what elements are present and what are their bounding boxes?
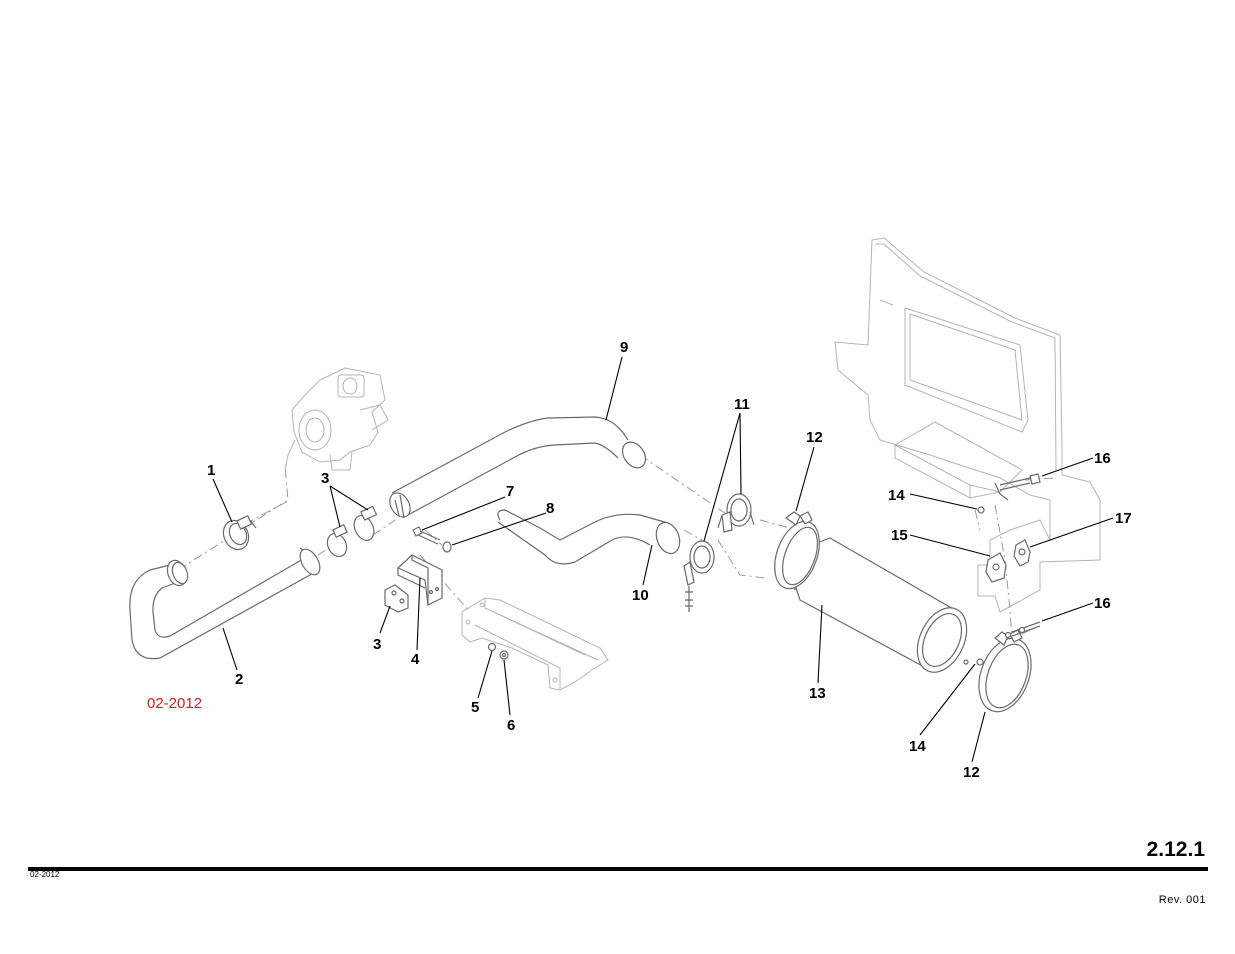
callout-10: 10 bbox=[632, 587, 649, 604]
callout-12: 12 bbox=[806, 429, 823, 446]
part-2-u-pipe bbox=[129, 547, 321, 660]
part-10-exhaust-pipe bbox=[497, 509, 681, 565]
callout-11: 11 bbox=[734, 396, 750, 413]
frame-panel-ghost bbox=[834, 237, 1101, 613]
callout-16: 16 bbox=[1094, 450, 1111, 467]
part-12-band-clamps bbox=[774, 511, 1032, 713]
part-7-8-bolt-washer bbox=[412, 526, 452, 553]
callout-9: 9 bbox=[620, 339, 628, 356]
part-14-17-hardware bbox=[963, 473, 1041, 666]
callout-6: 6 bbox=[507, 717, 515, 734]
part-4-bracket bbox=[396, 554, 443, 606]
callout-3: 3 bbox=[321, 470, 329, 487]
part-11-hanger-clamps bbox=[683, 493, 755, 612]
callout-2: 2 bbox=[235, 671, 243, 688]
callout-17: 17 bbox=[1115, 510, 1132, 527]
part-9-exhaust-pipe bbox=[389, 416, 647, 519]
callout-14: 14 bbox=[909, 738, 926, 755]
callout-8: 8 bbox=[546, 500, 554, 517]
callout-13: 13 bbox=[809, 685, 826, 702]
support-tray-ghost bbox=[461, 597, 609, 691]
callout-16: 16 bbox=[1094, 595, 1111, 612]
part-3-clamps bbox=[326, 505, 409, 613]
part-13-muffler bbox=[784, 537, 968, 673]
callout-1: 1 bbox=[207, 462, 215, 479]
callout-labels: 1 2 3 3 4 5 6 7 8 9 10 11 12 12 13 14 14… bbox=[207, 339, 1132, 781]
diagram-date-label: 02-2012 bbox=[147, 695, 203, 712]
page-number: 2.12.1 bbox=[1146, 838, 1205, 861]
callout-5: 5 bbox=[471, 699, 479, 716]
revision-label: Rev. 001 bbox=[1158, 894, 1206, 906]
footer-date: 02-2012 bbox=[30, 870, 60, 879]
callout-15: 15 bbox=[891, 527, 908, 544]
part-1-clamp bbox=[222, 515, 257, 551]
callout-12: 12 bbox=[963, 764, 980, 781]
callout-4: 4 bbox=[411, 651, 420, 668]
callout-leader-lines bbox=[212, 356, 1114, 763]
assembly-centerlines bbox=[177, 454, 1056, 641]
callout-7: 7 bbox=[506, 483, 514, 500]
turbocharger-ghost bbox=[284, 367, 389, 471]
part-5-6-hardware bbox=[487, 642, 509, 660]
callout-3: 3 bbox=[373, 636, 381, 653]
footer-divider bbox=[28, 867, 1208, 871]
callout-14: 14 bbox=[888, 487, 905, 504]
